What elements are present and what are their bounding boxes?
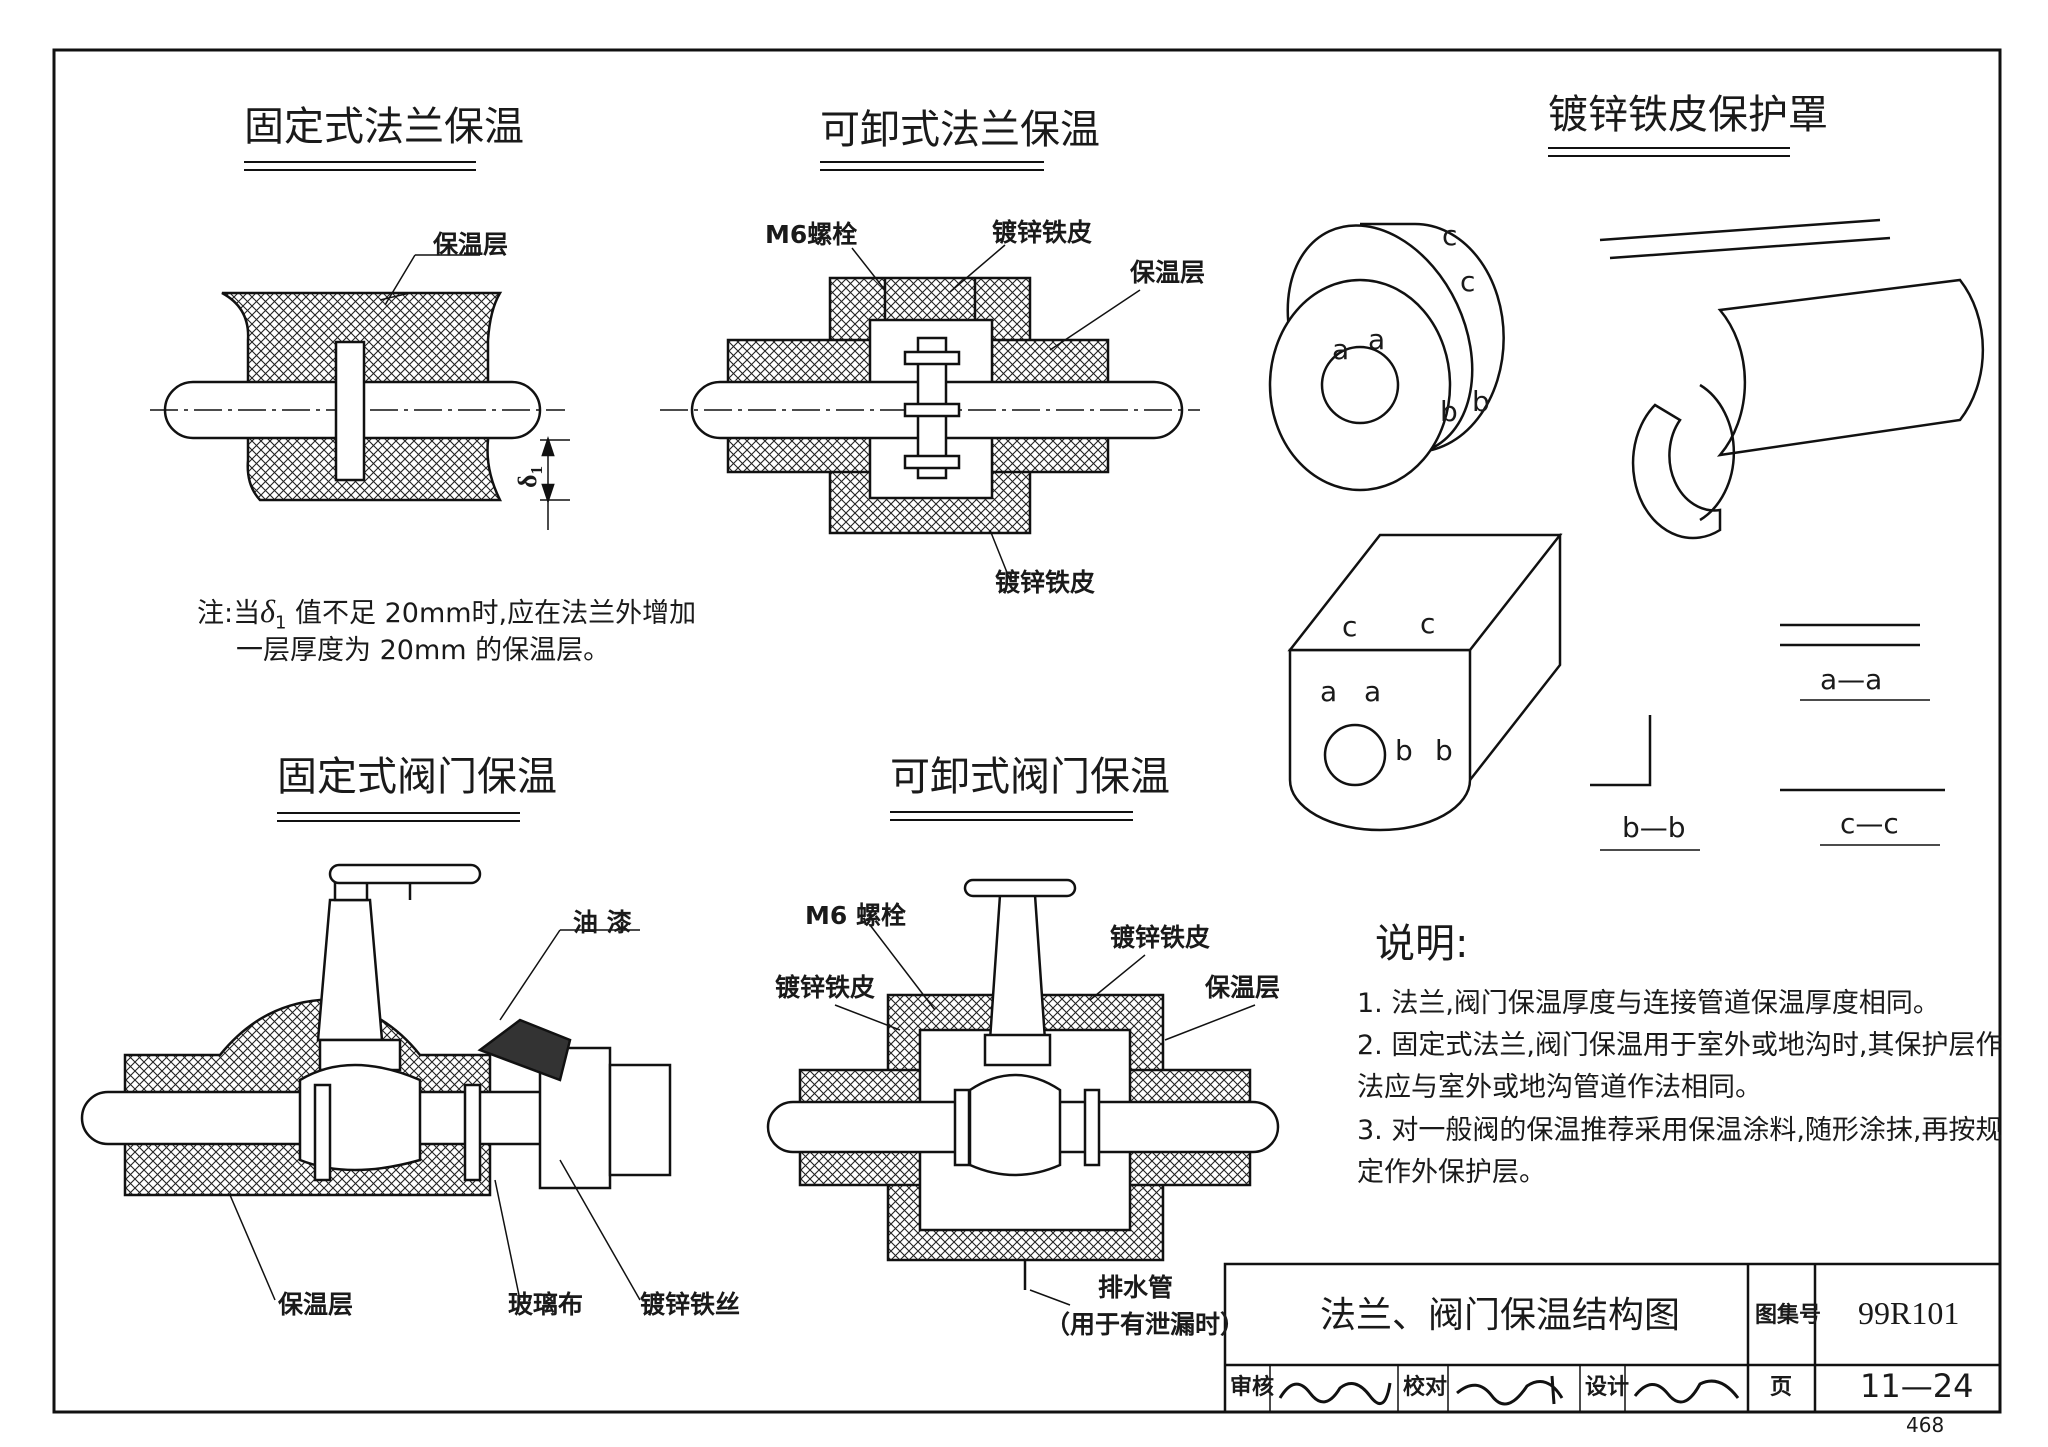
note-prefix: 注:当 [197, 598, 261, 629]
page-number: 468 [1906, 1413, 1945, 1437]
flange-note-line2: 一层厚度为 20mm 的保温层。 [236, 635, 611, 666]
label-drain-pipe-note: （用于有泄漏时） [1045, 1310, 1246, 1339]
sheet-border [52, 48, 2002, 1414]
label-oil-paint: 油 漆 [573, 908, 632, 937]
page-label: 页 [1770, 1375, 1793, 1400]
galv-cover-diagram [1268, 218, 1985, 851]
note-delta-subscript: 1 [274, 612, 287, 634]
design-label: 设计 [1585, 1375, 1630, 1400]
label-insulation: 保温层 [433, 230, 509, 259]
label-galv-sheet-bottom: 镀锌铁皮 [995, 568, 1096, 597]
atlas-no-label: 图集号 [1755, 1303, 1822, 1328]
label-a-1: a [1332, 333, 1350, 366]
section-title-fixed-valve: 固定式阀门保温 [277, 754, 557, 800]
label-delta1: δ1 [513, 466, 547, 489]
note-line1-rest: 值不足 20mm时,应在法兰外增加 [286, 598, 697, 629]
label-c-3: c [1342, 610, 1358, 643]
delta-subscript: 1 [527, 466, 547, 475]
label-insulation-valve: 保温层 [278, 1290, 354, 1319]
title-block-frame [1223, 1262, 2002, 1414]
explanation-item-3b: 定作外保护层。 [1357, 1157, 1546, 1188]
section-title-galv-cover: 镀锌铁皮保护罩 [1548, 92, 1828, 138]
label-insulation-right: 保温层 [1130, 258, 1206, 287]
label-a-2: a [1368, 323, 1386, 356]
label-c-4: c [1420, 607, 1436, 640]
review-label: 审核 [1230, 1375, 1275, 1400]
note-delta-symbol: δ [260, 593, 275, 629]
page-value: 11—24 [1860, 1367, 1974, 1405]
explanation-item-2b: 法应与室外或地沟管道作法相同。 [1357, 1072, 1762, 1103]
drawing-title: 法兰、阀门保温结构图 [1320, 1295, 1681, 1336]
fixed-flange-diagram [150, 254, 570, 530]
explanation-item-2: 2. 固定式法兰,阀门保温用于室外或地沟时,其保护层作 [1357, 1030, 2003, 1061]
label-galv-sheet-top: 镀锌铁皮 [992, 218, 1093, 247]
explanation-item-3: 3. 对一般阀的保温推荐采用保温涂料,随形涂抹,再按规 [1357, 1115, 2003, 1146]
explanation-heading: 说明: [1375, 921, 1469, 967]
label-b-4: b [1435, 734, 1453, 767]
label-galv-sheet-valve-left: 镀锌铁皮 [775, 973, 876, 1002]
signature-checker [1456, 1375, 1564, 1406]
label-a-4: a [1364, 675, 1382, 708]
label-galv-sheet-valve-top: 镀锌铁皮 [1110, 923, 1211, 952]
check-label: 校对 [1403, 1375, 1448, 1400]
label-section-cc: c—c [1840, 807, 1899, 840]
delta-symbol: δ [513, 474, 542, 489]
label-glass-cloth: 玻璃布 [508, 1290, 584, 1319]
section-title-removable-flange: 可卸式法兰保温 [820, 107, 1100, 153]
label-section-bb: b—b [1622, 811, 1686, 844]
label-m6-bolt: M6螺栓 [765, 220, 858, 249]
section-title-fixed-flange: 固定式法兰保温 [244, 104, 524, 150]
label-insulation-valve-right: 保温层 [1205, 973, 1281, 1002]
label-galv-wire: 镀锌铁丝 [640, 1290, 741, 1319]
flange-note-line1: 注:当δ1 值不足 20mm时,应在法兰外增加 [197, 595, 696, 632]
label-drain-pipe: 排水管 [1098, 1273, 1174, 1302]
label-section-aa: a—a [1820, 663, 1883, 696]
label-a-3: a [1320, 675, 1338, 708]
removable-flange-diagram [660, 244, 1200, 581]
explanation-item-1: 1. 法兰,阀门保温厚度与连接管道保温厚度相同。 [1357, 988, 1940, 1019]
section-title-removable-valve: 可卸式阀门保温 [890, 754, 1170, 800]
atlas-no: 99R101 [1858, 1295, 1960, 1331]
signature-designer [1633, 1379, 1740, 1404]
label-b-3: b [1395, 734, 1413, 767]
removable-valve-diagram [766, 878, 1280, 1306]
label-m6-bolt-valve: M6 螺栓 [805, 901, 906, 930]
label-b-1: b [1440, 395, 1458, 428]
label-c-2: c [1460, 265, 1476, 298]
label-b-2: b [1472, 385, 1490, 418]
label-c-1: c [1442, 219, 1458, 252]
title-underlines [244, 147, 1790, 822]
signature-reviewer [1278, 1382, 1392, 1405]
fixed-valve-diagram [80, 863, 672, 1301]
